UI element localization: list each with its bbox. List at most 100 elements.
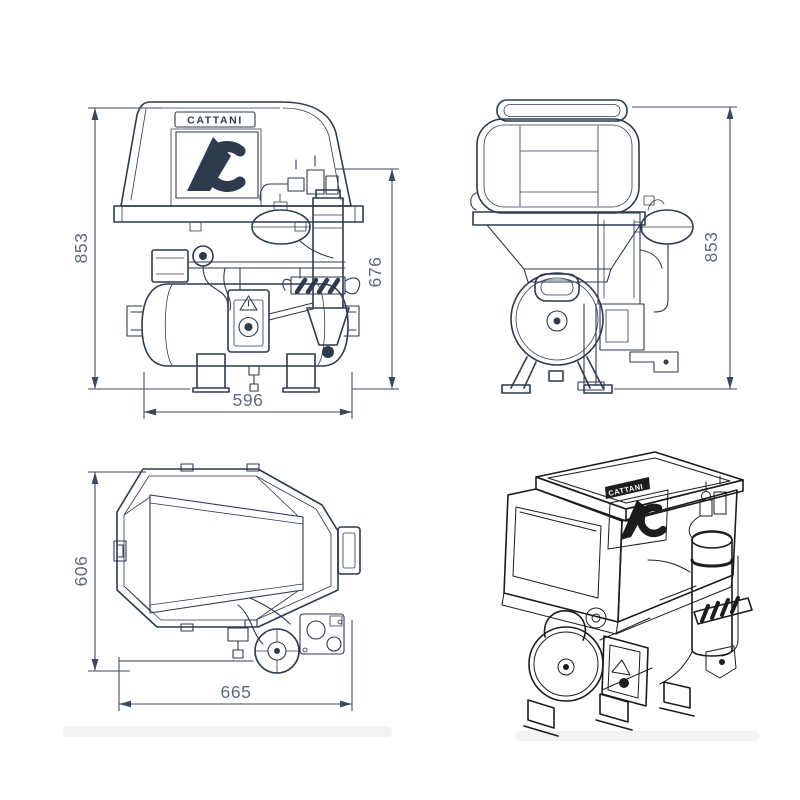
iso-logo-wedge-icon [620,500,647,540]
front-feet [192,353,320,393]
side-view-dimension: 853 [614,106,737,390]
front-canopy-rim [113,205,364,223]
front-hazard-stripes [294,277,341,295]
dim-top-depth-arrow-top [91,472,99,484]
dim-top-length-label: 665 [221,682,252,702]
front-logo-panel [175,131,259,199]
side-view-drawing [470,99,694,394]
front-view-drawing: CATTANI [113,101,364,393]
front-control-box [227,289,270,353]
iso-logo-panel [607,489,669,550]
iso-roof-inner [547,457,731,504]
side-pipes [639,243,669,313]
front-rim-details [121,205,356,232]
front-fan-gauge-center [199,252,207,260]
shadow-right [515,731,760,741]
shadow-left [62,726,392,737]
front-air-tank [141,283,349,367]
iso-pulley [585,607,607,629]
front-warning-triangle-icon [239,295,258,311]
dim-top-depth-arrow-bottom [91,659,99,671]
front-tank-cap-lines [164,284,326,366]
iso-skirt [501,574,734,635]
dim-front-assembly-extensions [336,168,399,390]
iso-dryer-band [690,558,734,568]
front-dryer-drain [322,346,334,358]
dim-top-depth: 606 [71,471,146,672]
dim-front-height-arrow-top [91,108,99,120]
iso-pipework [647,555,739,685]
dim-side-height-label: 853 [701,232,721,263]
dim-top-length-arrow-left [119,700,131,708]
iso-bracket-bolt [719,659,725,665]
front-pipework [187,240,346,321]
iso-control-box [601,635,649,707]
dim-front-assembly-arrow-top [388,169,396,181]
cattani-c-logo-icon [201,141,246,192]
iso-tank-hub [557,658,575,676]
iso-dryer-assembly [688,475,753,679]
iso-tank-handle [543,610,587,641]
dim-top-depth-label: 606 [71,556,91,587]
isometric-view-drawing: CATTANI [501,451,753,737]
side-canopy-rim [472,211,646,226]
top-drain [227,627,249,659]
front-control-box-panel [233,299,264,347]
front-lever-handle [282,277,361,295]
top-connector-inner [342,532,356,569]
front-pressure-gauge [238,316,259,338]
top-motor-pulley [306,620,326,640]
top-connector-panel [337,526,361,575]
dim-side-height-extensions [614,106,737,390]
front-electrical-box-lines [155,257,185,275]
dim-front-height-label: 853 [71,233,91,264]
side-tank-handle [534,273,580,302]
top-inner-outline [123,475,332,621]
iso-canopy-front-face [503,488,623,623]
dim-front-assembly-label: 676 [365,257,385,288]
front-drain [248,365,260,392]
iso-dryer-valves [688,475,727,539]
dim-front-height-extensions [88,107,190,390]
iso-pulley-inner [591,613,601,623]
front-view-dimensions: 853 676 596 [71,107,399,419]
iso-valve-knob [701,491,711,501]
iso-warning-triangle-icon [611,659,631,676]
top-motor-cluster [299,613,345,655]
front-electrical-box [151,249,189,283]
front-hazard-label [282,276,361,295]
top-wheel-spokes [254,628,300,674]
iso-roof-bands [535,476,744,522]
iso-logo-c-icon [637,503,667,538]
dim-side-height-arrow-bottom [726,377,734,389]
dim-front-width-extensions [143,372,353,419]
front-solenoid-cluster [259,155,339,201]
side-canopy-panel-lines [519,125,599,207]
dim-top-length-extensions [118,620,353,711]
front-separator-details [251,193,311,228]
dim-top-length: 665 [118,620,353,711]
iso-feet [523,681,695,737]
dim-front-width-arrow-left [144,408,156,416]
dim-front-width: 596 [143,372,353,419]
top-wheel-hub [274,648,280,654]
iso-dryer-top [691,531,733,549]
dim-side-height-arrow-top [726,107,734,119]
side-tank-hub-center [553,317,561,325]
iso-hazard-stripes [700,596,740,623]
side-tank-end [510,272,604,366]
dim-front-assembly-arrow-bottom [388,377,396,389]
front-canopy-inner-lines [130,107,342,207]
front-tank-flanges [126,305,360,337]
iso-control-box-panel [607,644,641,699]
side-lower-box-panel [605,309,629,343]
top-view-drawing [113,463,361,674]
side-tank-handle-inner [540,279,574,296]
side-support-post [577,303,605,391]
iso-motor-assembly [585,607,649,707]
side-canopy [476,118,640,214]
side-canopy-clip [470,192,477,211]
side-bracket-bolt [663,359,669,365]
dim-top-length-arrow-right [340,700,352,708]
